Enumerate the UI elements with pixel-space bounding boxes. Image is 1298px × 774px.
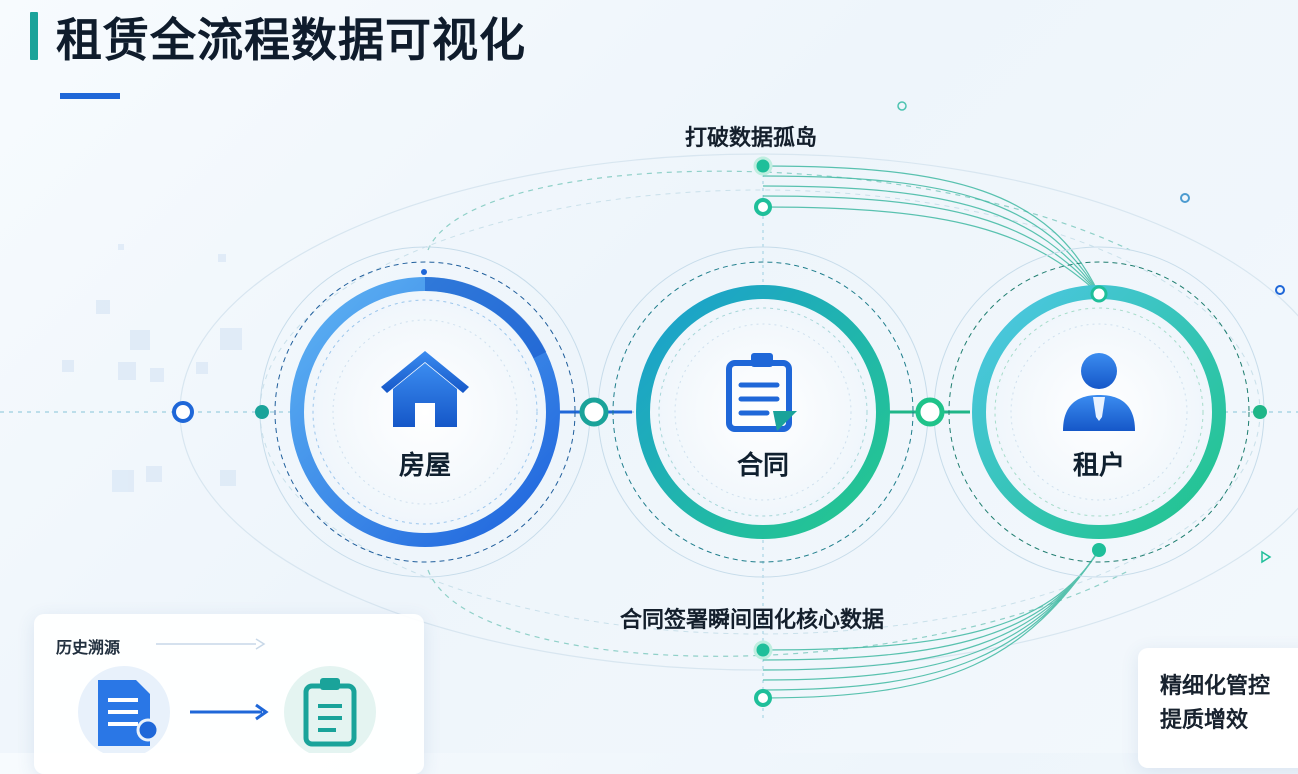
label-dots bbox=[753, 101, 1285, 707]
node-house-label: 房屋 bbox=[398, 451, 451, 481]
top-fan-lines bbox=[762, 165, 1100, 295]
tenant-person-icon bbox=[1063, 353, 1135, 431]
history-trace-title: 历史溯源 bbox=[56, 638, 121, 657]
bottom-label: 合同签署瞬间固化核心数据 bbox=[620, 608, 885, 633]
title-accent-bar bbox=[30, 12, 38, 60]
management-line-2: 提质增效 bbox=[1160, 708, 1249, 733]
management-card: 精细化管控 提质增效 bbox=[1138, 648, 1298, 768]
page-title: 租赁全流程数据可视化 bbox=[56, 13, 526, 67]
data-flow-diagram bbox=[0, 101, 1298, 753]
contract-document-icon bbox=[726, 353, 797, 432]
history-trace-card: 历史溯源 bbox=[34, 614, 424, 774]
management-line-1: 精细化管控 bbox=[1160, 674, 1271, 699]
top-label: 打破数据孤岛 bbox=[685, 126, 818, 151]
node-house bbox=[259, 246, 591, 578]
node-tenant-label: 租户 bbox=[1072, 451, 1125, 481]
decorative-squares bbox=[62, 244, 242, 492]
bottom-fan-lines bbox=[762, 549, 1100, 699]
connector-rings bbox=[172, 397, 1267, 427]
title-underline bbox=[60, 93, 120, 99]
house-icon bbox=[381, 351, 469, 427]
node-contract-label: 合同 bbox=[736, 451, 789, 481]
